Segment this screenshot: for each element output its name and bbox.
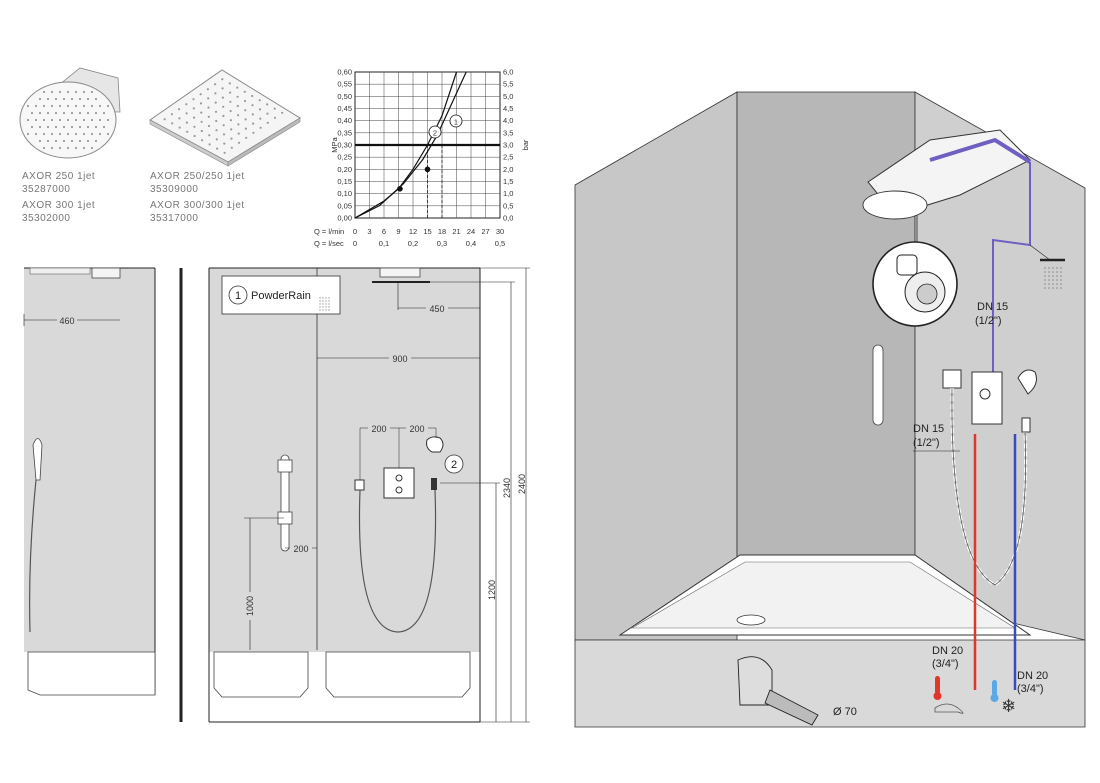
series-1-badge-text: 1 [454,118,458,127]
dn15-mid-label-b: (1/2") [913,437,940,449]
x-axis-row2-label: Q = l/sec [314,239,344,248]
dim-200-a: 200 [371,424,386,434]
y-right-tick: 2,0 [503,165,513,174]
x-row1-tick: 27 [481,227,489,236]
y-right-tick: 5,0 [503,92,513,101]
y-left-tick: 0,20 [337,165,352,174]
chart-marker [424,166,431,173]
y-right-tick: 6,0 [503,68,513,77]
cold-thermometer-icon: ❄ [990,680,1016,716]
round-overhead-shower-image [19,67,121,159]
x-row2-tick: 0,5 [495,239,505,248]
y-right-tick: 4,0 [503,116,513,125]
drain-diameter-label: Ø 70 [833,706,857,718]
y-left-tick: 0,35 [337,128,352,137]
x-row2-tick: 0,1 [379,239,389,248]
dim-1200: 1200 [487,580,497,600]
series-2-curve [354,71,458,219]
y-left-tick: 0,60 [337,68,352,77]
callout-1-number: 1 [235,290,241,302]
dim-2340: 2340 [502,478,512,498]
series-1-badge: 1 [449,114,463,128]
dim-200-b: 200 [409,424,424,434]
dim-450: 450 [429,304,444,314]
dim-200-c: 200 [293,544,308,554]
x-row1-tick: 24 [467,227,475,236]
dn20-left-label-a: DN 20 [932,645,963,657]
product-2-label: AXOR 250/250 1jet 35309000 AXOR 300/300 … [150,171,245,224]
series-2-badge-text: 2 [433,129,437,138]
y-left-tick: 0,25 [337,153,352,162]
dn15-top-label-a: DN 15 [977,301,1008,313]
isometric-installation-view: Ø 70 DN 15 (1/2") DN 15 (1/2") DN 20 (3/… [574,91,1086,728]
y-right-tick: 4,5 [503,104,513,113]
square-overhead-shower-image [149,69,301,167]
side-section-view: 460 [23,267,156,696]
y-right-tick: 0,0 [503,214,513,223]
y-left-axis-label: MPa [330,136,339,152]
y-right-tick: 0,5 [503,201,513,210]
y-right-axis-label: bar [521,139,530,150]
y-right-tick: 5,5 [503,80,513,89]
x-row1-tick: 18 [438,227,446,236]
y-right-tick: 3,5 [503,128,513,137]
y-left-tick: 0,10 [337,189,352,198]
snowflake-icon: ❄ [1001,696,1016,716]
y-left-tick: 0,05 [337,201,352,210]
x-row1-tick: 6 [382,227,386,236]
series-2-badge: 2 [428,125,442,139]
y-left-tick: 0,50 [337,92,352,101]
dn15-mid-label-a: DN 15 [913,423,944,435]
dn15-top-label-b: (1/2") [975,315,1002,327]
y-left-tick: 0,30 [337,141,352,150]
y-left-tick: 0,55 [337,80,352,89]
front-elevation-view: 1 PowderRain 2 450 900 200 200 200 [208,267,530,723]
y-right-tick: 2,5 [503,153,513,162]
x-row1-tick: 3 [367,227,371,236]
dim-2400: 2400 [517,474,527,494]
chart-marker [397,186,403,192]
hot-thermometer-icon [933,676,964,714]
dn20-right-label-a: DN 20 [1017,670,1048,682]
y-left-tick: 0,15 [337,177,352,186]
x-row2-tick: 0 [353,239,357,248]
dn20-left-label-b: (3/4") [932,658,959,670]
dim-460: 460 [59,316,74,326]
y-left-tick: 0,00 [337,214,352,223]
x-row2-tick: 0,4 [466,239,476,248]
dim-900: 900 [392,354,407,364]
x-row2-tick: 0,2 [408,239,418,248]
x-row2-tick: 0,3 [437,239,447,248]
y-left-tick: 0,40 [337,116,352,125]
x-row1-tick: 12 [409,227,417,236]
pressure-flow-chart: 0,600,550,500,450,400,350,300,250,200,15… [314,68,530,249]
y-left-tick: 0,45 [337,104,352,113]
dn20-right-label-b: (3/4") [1017,683,1044,695]
product-1-label: AXOR 250 1jet 35287000 AXOR 300 1jet 353… [22,171,96,224]
x-row1-tick: 21 [452,227,460,236]
x-row1-tick: 30 [496,227,504,236]
x-row1-tick: 15 [423,227,431,236]
y-right-tick: 1,5 [503,177,513,186]
y-right-tick: 1,0 [503,189,513,198]
x-axis-row1-label: Q = l/min [314,227,344,236]
dim-1000: 1000 [245,596,255,616]
callout-1-text: PowderRain [251,290,311,302]
callout-2-number: 2 [451,459,457,471]
series-1-curve [354,71,467,219]
x-row1-tick: 0 [353,227,357,236]
x-row1-tick: 9 [396,227,400,236]
y-right-tick: 3,0 [503,141,513,150]
